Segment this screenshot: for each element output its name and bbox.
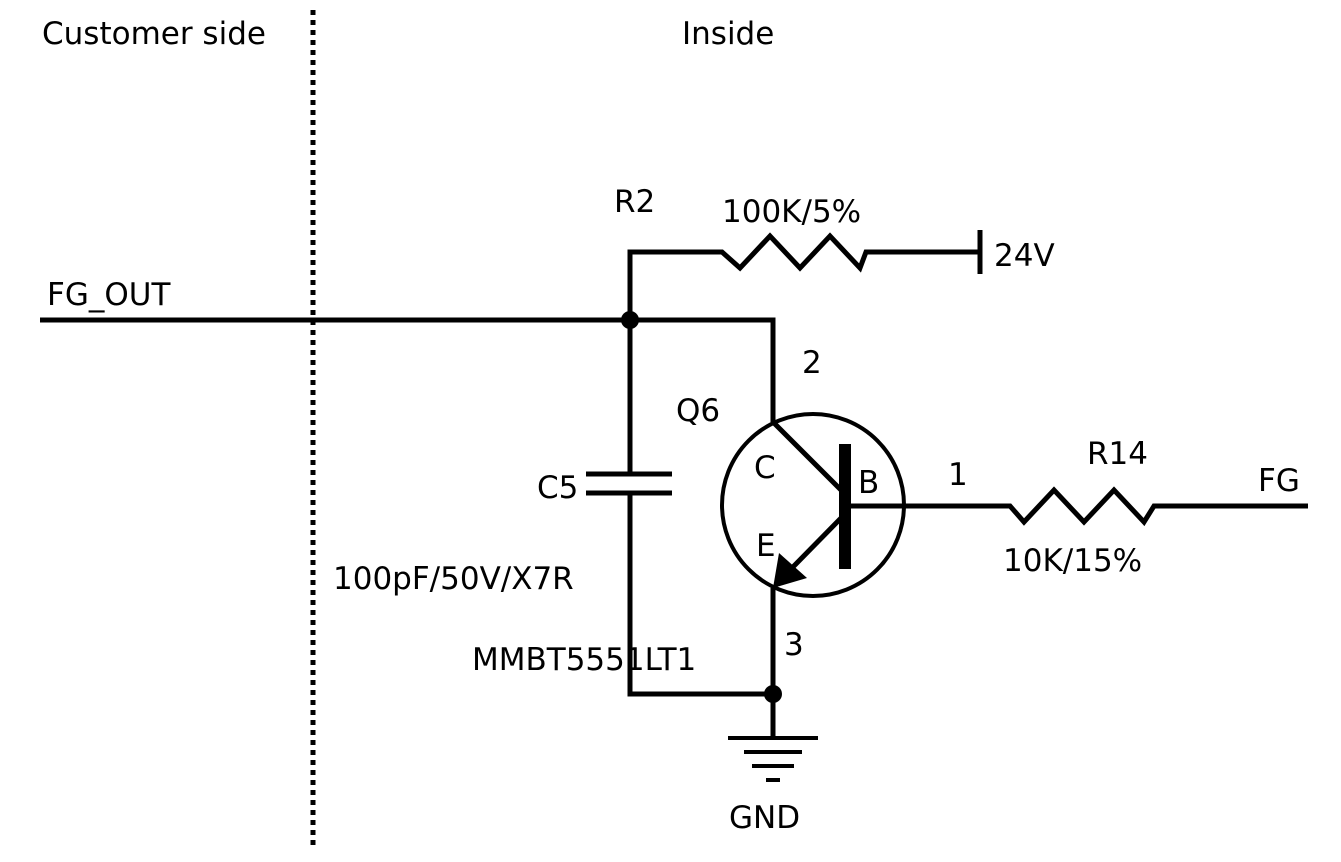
- ground-label: GND: [729, 800, 800, 836]
- c5-bottom-wire: [627, 493, 773, 697]
- fg-label: FG: [1258, 463, 1300, 499]
- r2-ref-label: R2: [614, 184, 655, 220]
- q6-pin-b-label: B: [858, 465, 879, 501]
- pin-number-emitter: 3: [784, 627, 804, 663]
- r14-wire: [845, 486, 1308, 527]
- q6-part-label: MMBT5551LT1: [472, 642, 696, 678]
- q6-collector-line: [771, 420, 847, 496]
- c5-ref-label: C5: [537, 470, 578, 506]
- q6-emitter-arrow: [773, 553, 807, 588]
- q6-ref-label: Q6: [676, 393, 720, 429]
- inside-label: Inside: [682, 16, 774, 52]
- pin-number-collector: 2: [802, 345, 822, 381]
- junction-dot-ground: [764, 685, 782, 703]
- r2-value-label: 100K/5%: [722, 194, 861, 230]
- fg-out-wire: [40, 317, 776, 422]
- pin-number-base: 1: [948, 457, 968, 493]
- c5-value-label: 100pF/50V/X7R: [333, 561, 574, 597]
- supply-24v-label: 24V: [994, 238, 1055, 274]
- q6-pin-c-label: C: [754, 450, 776, 486]
- q6-emitter-line: [788, 512, 847, 572]
- customer-side-label: Customer side: [42, 16, 266, 52]
- r2-wire: [627, 232, 978, 320]
- r14-ref-label: R14: [1087, 436, 1148, 472]
- fg-out-label: FG_OUT: [47, 277, 171, 313]
- r14-value-label: 10K/15%: [1003, 543, 1142, 579]
- junction-dot-fg-out: [621, 311, 639, 329]
- q6-pin-e-label: E: [756, 528, 776, 564]
